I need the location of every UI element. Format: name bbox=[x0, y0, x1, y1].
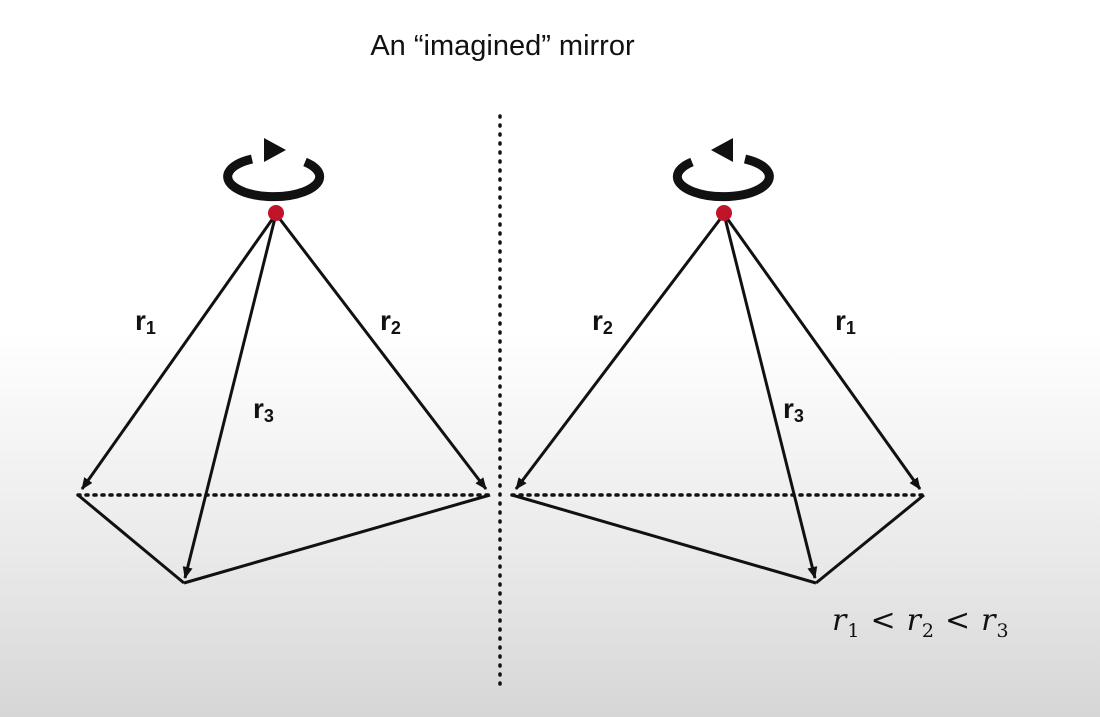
left-base-edge-front-right bbox=[183, 493, 491, 585]
rotation-clockwise-icon bbox=[223, 138, 325, 202]
right-label-r2: r2 bbox=[592, 305, 613, 338]
left-base-edge-front-left bbox=[77, 493, 185, 585]
left-label-r1: r1 bbox=[135, 305, 156, 338]
right-apex-dot bbox=[716, 205, 732, 221]
right-label-r3: r3 bbox=[783, 393, 804, 426]
left-apex-dot bbox=[268, 205, 284, 221]
left-label-r3: r3 bbox=[253, 393, 274, 426]
right-vector-r3 bbox=[722, 213, 818, 579]
inequality-term-b-sub: 2 bbox=[921, 620, 936, 642]
inequality-operator-1: < bbox=[870, 603, 897, 638]
inequality-term-a-sub: 1 bbox=[847, 620, 861, 642]
distance-inequality: r1<r2<r3 bbox=[832, 603, 1010, 642]
left-label-r2: r2 bbox=[380, 305, 401, 338]
inequality-term-b: r bbox=[906, 603, 922, 638]
left-vector-r2 bbox=[274, 213, 488, 490]
diagram-title: An “imagined” mirror bbox=[370, 30, 635, 62]
right-molecule: r2 r1 r3 bbox=[510, 138, 926, 585]
rotation-counterclockwise-icon bbox=[672, 138, 774, 202]
right-vector-r2 bbox=[514, 213, 726, 490]
left-molecule: r1 r2 r3 bbox=[76, 138, 492, 585]
right-label-r1: r1 bbox=[835, 305, 856, 338]
inequality-term-c: r bbox=[981, 603, 997, 638]
inequality-term-c-sub: 3 bbox=[996, 620, 1010, 642]
inequality-operator-2: < bbox=[945, 603, 972, 638]
inequality-term-a: r bbox=[832, 603, 848, 638]
left-vector-r1 bbox=[80, 213, 278, 490]
right-vector-r1 bbox=[722, 213, 922, 490]
right-base-edge-front-right bbox=[815, 493, 925, 585]
right-base-edge-front-left bbox=[511, 493, 817, 585]
left-vector-r3 bbox=[182, 213, 278, 579]
